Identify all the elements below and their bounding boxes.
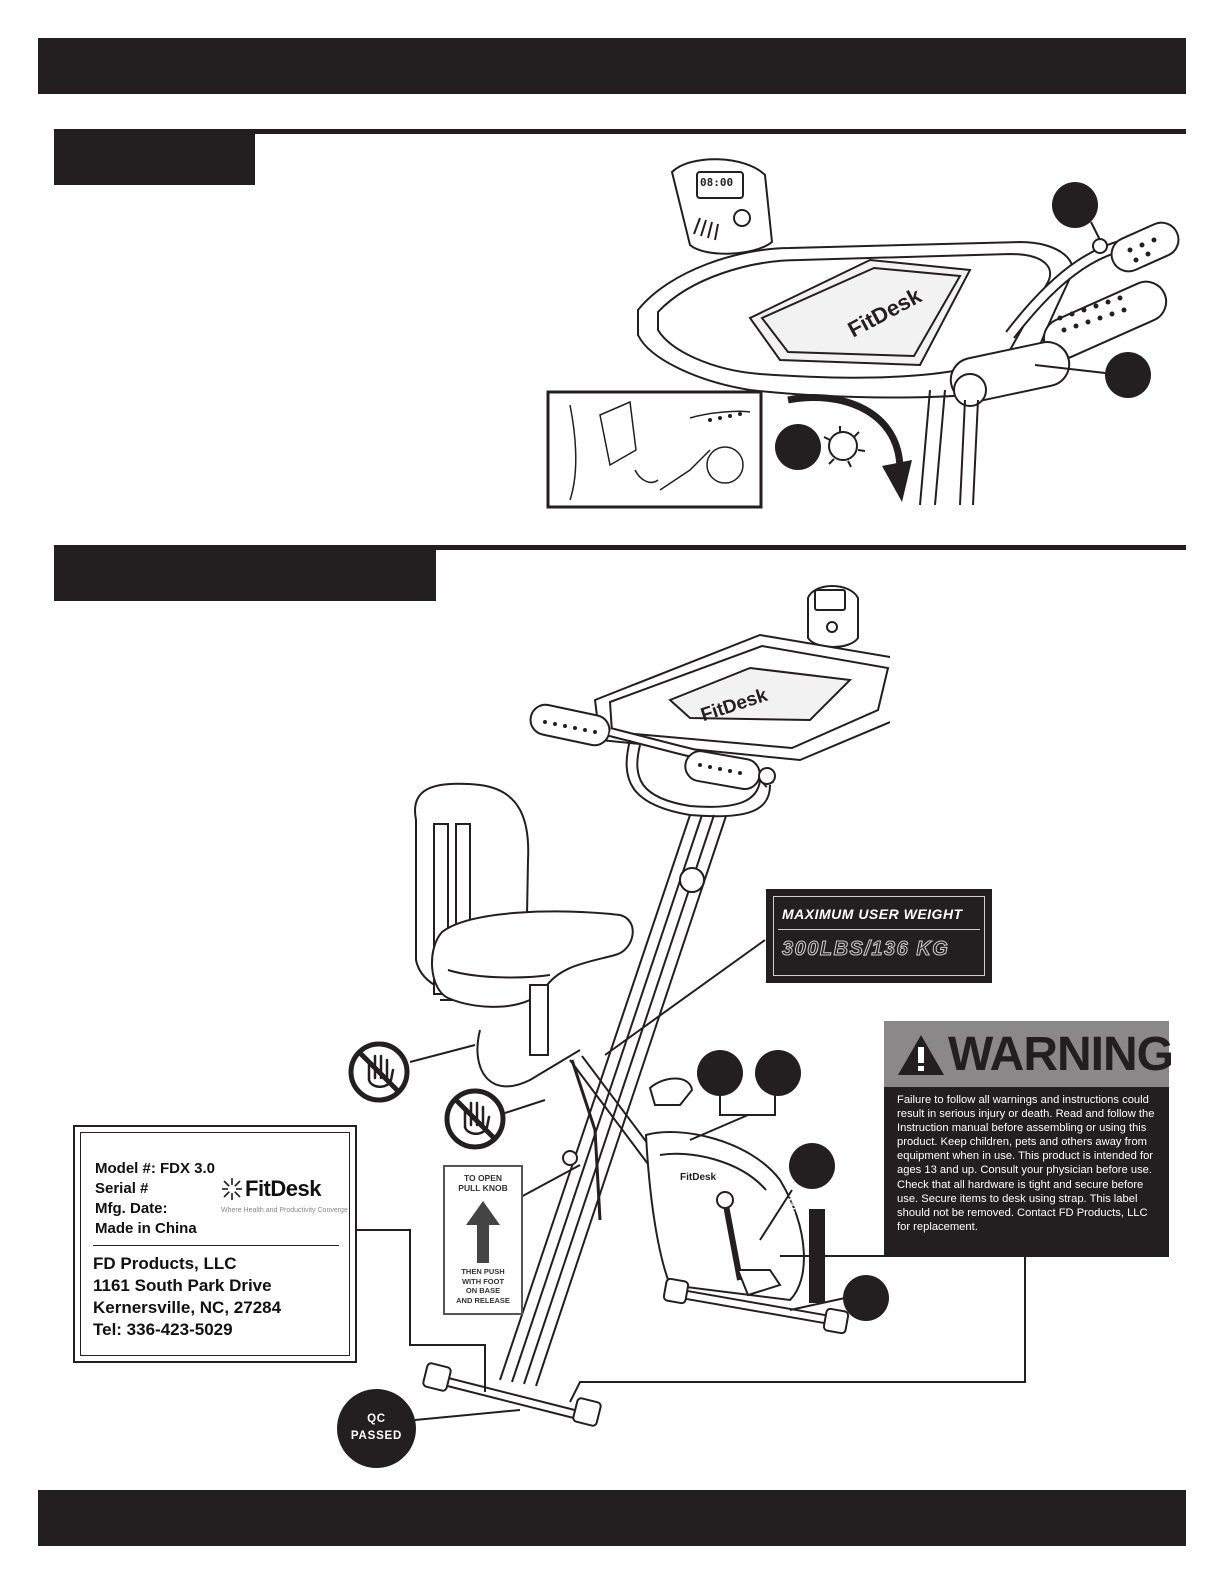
model-label-brand: FitDesk [245, 1176, 321, 1201]
company-name: FD Products, LLC [93, 1254, 237, 1273]
warning-label: WARNING Failure to follow all warnings a… [884, 1021, 1174, 1257]
qc-text: QC PASSED [337, 1411, 416, 1445]
frame-logo: FitDesk [680, 1172, 717, 1183]
up-arrow-icon [466, 1201, 500, 1263]
crank-label: TIGHTEN OFTEN [788, 1165, 797, 1231]
warning-header: WARNING [884, 1021, 1174, 1087]
company-phone: Tel: 336-423-5029 [93, 1320, 233, 1339]
max-weight-inner: MAXIMUM USER WEIGHT 300LBS/136 KG [773, 896, 985, 976]
no-hands-icon [348, 1041, 410, 1103]
section-2-tab [54, 547, 436, 601]
qc-passed-badge: QC PASSED [337, 1389, 416, 1468]
max-weight-label: MAXIMUM USER WEIGHT 300LBS/136 KG [766, 889, 992, 983]
company-street: 1161 South Park Drive [93, 1276, 272, 1295]
model-label-tagline: Where Health and Productivity Converge [221, 1207, 348, 1214]
model-info: Model #: FDX 3.0 Serial # Mfg. Date: Mad… [95, 1159, 215, 1239]
model-label: Model #: FDX 3.0 Serial # Mfg. Date: Mad… [73, 1125, 357, 1363]
monitor-reading: 08:00 [700, 176, 734, 189]
header-bar [38, 38, 1186, 94]
qc-line-1: QC [367, 1413, 386, 1425]
max-weight-divider [778, 929, 980, 930]
desk-handlebar-illustration [546, 158, 1180, 509]
bike-illustration [414, 585, 890, 1427]
footer-bar [38, 1490, 1186, 1546]
no-hands-icon-2 [444, 1088, 506, 1150]
pull-knob-bottom-text: THEN PUSH WITH FOOT ON BASE AND RELEASE [456, 1267, 510, 1305]
pull-knob-label: TO OPEN PULL KNOB THEN PUSH WITH FOOT ON… [443, 1165, 523, 1315]
pull-knob-top-text: TO OPEN PULL KNOB [458, 1173, 508, 1193]
fitdesk-burst-icon [222, 1178, 242, 1200]
section-2-rule [54, 545, 1186, 550]
company-city: Kernersville, NC, 27284 [93, 1298, 282, 1317]
warning-title: WARNING [948, 1028, 1174, 1081]
model-label-divider [93, 1245, 339, 1246]
serial-number: Serial # [95, 1180, 149, 1197]
max-weight-heading: MAXIMUM USER WEIGHT [782, 906, 963, 922]
model-label-inner: Model #: FDX 3.0 Serial # Mfg. Date: Mad… [80, 1132, 350, 1356]
warning-text: Failure to follow all warnings and instr… [897, 1094, 1155, 1233]
model-number: Model #: FDX 3.0 [95, 1160, 216, 1177]
origin: Made in China [95, 1220, 197, 1237]
qc-line-2: PASSED [350, 1430, 403, 1442]
mfg-date: Mfg. Date: [95, 1200, 168, 1217]
company-address: FD Products, LLC 1161 South Park Drive K… [93, 1253, 281, 1341]
section-1-rule [54, 129, 1186, 134]
warning-triangle-icon [898, 1035, 944, 1075]
section-1-tab [54, 131, 255, 185]
max-weight-value: 300LBS/136 KG [781, 938, 950, 961]
